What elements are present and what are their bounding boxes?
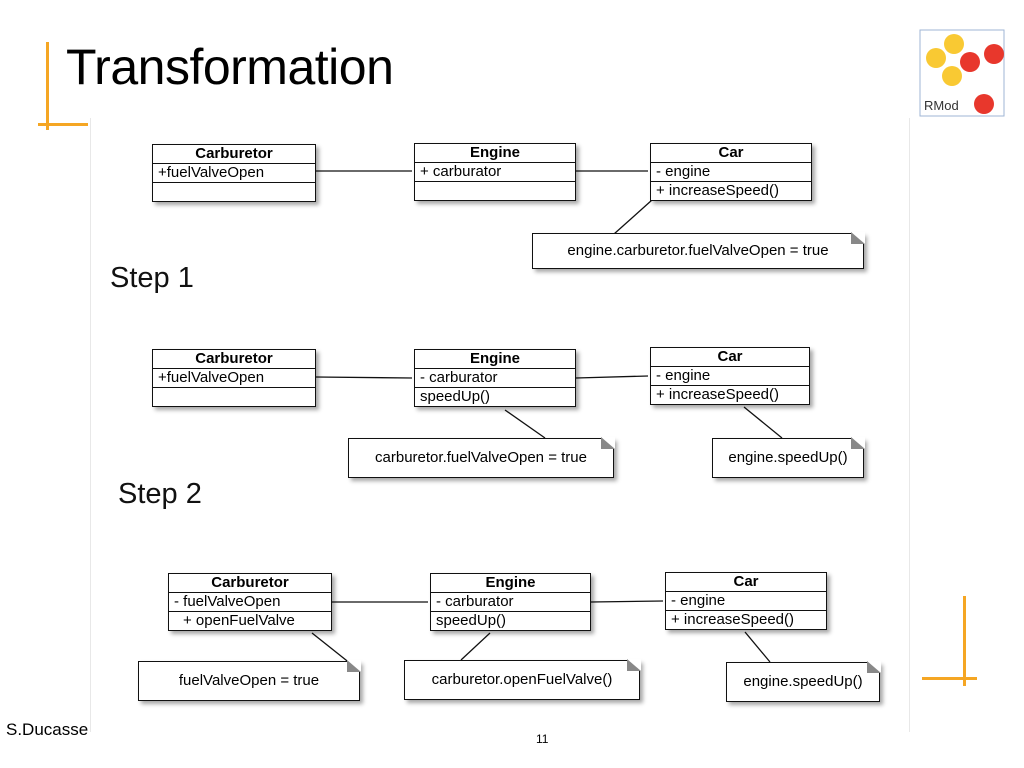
- title-accent-vertical: [46, 42, 49, 130]
- note-link-car-2: [744, 631, 771, 663]
- class-operations: speedUp(): [436, 612, 507, 629]
- class-operations: [153, 388, 315, 406]
- class-engine-1: Engine - carburator speedUp(): [414, 349, 576, 407]
- class-operations: + increaseSpeed(): [656, 386, 779, 403]
- note-text: carburetor.openFuelValve(): [431, 671, 613, 688]
- class-attributes: - engine: [651, 367, 809, 386]
- note-link-engine-2: [460, 632, 491, 661]
- class-engine-0: Engine + carburator: [414, 143, 576, 201]
- class-carburetor-0: Carburetor +fuelValveOpen: [152, 144, 316, 202]
- note-text: engine.carburetor.fuelValveOpen = true: [567, 242, 829, 259]
- class-name: Carburetor: [153, 145, 315, 164]
- title-accent-horizontal: [38, 123, 88, 126]
- class-attributes: - engine: [666, 592, 826, 611]
- class-car-0: Car - engine + increaseSpeed(): [650, 143, 812, 201]
- step-2-label: Step 2: [118, 478, 202, 510]
- note-engine-2: carburetor.openFuelValve(): [404, 659, 641, 700]
- class-operations: + openFuelValve: [183, 612, 295, 629]
- class-operations: [153, 183, 315, 201]
- assoc-engine-car-2: [590, 600, 664, 603]
- page-number: 11: [536, 732, 549, 746]
- note-text: engine.speedUp(): [743, 673, 863, 690]
- class-operations: + increaseSpeed(): [671, 611, 794, 628]
- note-car-2: engine.speedUp(): [726, 661, 881, 702]
- class-carburetor-1: Carburetor +fuelValveOpen: [152, 349, 316, 407]
- class-car-1: Car - engine + increaseSpeed(): [650, 347, 810, 405]
- class-name: Engine: [415, 350, 575, 369]
- class-name: Engine: [415, 144, 575, 163]
- class-name: Carburetor: [153, 350, 315, 369]
- note-car-0: engine.carburetor.fuelValveOpen = true: [532, 232, 865, 269]
- footer-author: S.Ducasse: [6, 720, 89, 739]
- corner-accent-vertical: [963, 596, 966, 686]
- note-link-engine-1: [504, 409, 546, 439]
- class-attributes: - engine: [651, 163, 811, 182]
- class-attributes: + carburator: [415, 163, 575, 182]
- class-name: Car: [651, 144, 811, 163]
- slide-title: Transformation: [66, 39, 394, 95]
- class-operations: [415, 182, 575, 200]
- note-fold: [851, 437, 865, 449]
- note-fold: [867, 661, 881, 673]
- class-carburetor-2: Carburetor - fuelValveOpen + openFuelVal…: [168, 573, 332, 631]
- assoc-engine-car-1: [575, 375, 649, 379]
- note-fold: [601, 437, 615, 449]
- class-attributes: +fuelValveOpen: [153, 164, 315, 183]
- rmod-logo: RMod: [914, 26, 1010, 120]
- note-text: engine.speedUp(): [728, 449, 848, 466]
- class-car-2: Car - engine + increaseSpeed(): [665, 572, 827, 630]
- class-attributes: - fuelValveOpen: [169, 593, 331, 612]
- note-text: carburetor.fuelValveOpen = true: [375, 449, 587, 466]
- note-text: fuelValveOpen = true: [178, 672, 320, 689]
- corner-accent-horizontal: [922, 677, 977, 680]
- class-name: Car: [666, 573, 826, 592]
- note-car-1: engine.speedUp(): [712, 437, 865, 478]
- class-engine-2: Engine - carburator speedUp(): [430, 573, 591, 631]
- class-attributes: - carburator: [415, 369, 575, 388]
- assoc-carburetor-engine-1: [315, 376, 413, 379]
- class-operations: + increaseSpeed(): [656, 182, 779, 199]
- note-carburetor-2: fuelValveOpen = true: [138, 660, 361, 701]
- note-link-car-0: [613, 199, 653, 235]
- note-fold: [627, 659, 641, 671]
- step-1-label: Step 1: [110, 262, 194, 294]
- logo-text: RMod: [924, 98, 959, 113]
- note-fold: [347, 660, 361, 672]
- class-attributes: +fuelValveOpen: [153, 369, 315, 388]
- note-engine-1: carburetor.fuelValveOpen = true: [348, 437, 615, 478]
- class-attributes: - carburator: [431, 593, 590, 612]
- note-link-car-1: [743, 406, 783, 439]
- class-name: Engine: [431, 574, 590, 593]
- class-name: Carburetor: [169, 574, 331, 593]
- note-fold: [851, 232, 865, 244]
- class-name: Car: [651, 348, 809, 367]
- class-operations: speedUp(): [420, 388, 491, 405]
